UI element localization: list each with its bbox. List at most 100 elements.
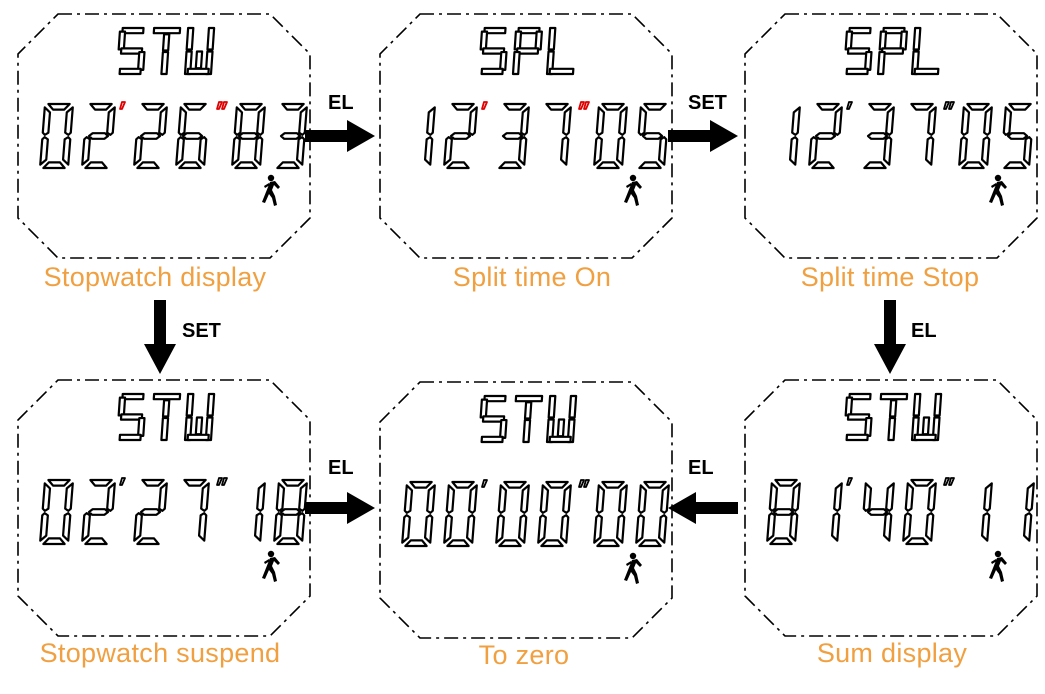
separator-mark	[943, 477, 950, 486]
arrow-label-set-2: SET	[182, 320, 221, 342]
lcd-frame	[17, 13, 311, 259]
digit	[276, 102, 308, 170]
time-digits	[401, 480, 670, 548]
top-letter	[183, 392, 216, 442]
arrow-el-4	[668, 492, 738, 524]
separator-mark	[846, 101, 853, 110]
top-letter	[511, 26, 543, 76]
digit	[443, 102, 478, 170]
lcd-frame	[744, 13, 1038, 259]
digit	[1002, 102, 1033, 170]
top-letter	[545, 394, 578, 444]
top-letter	[479, 26, 508, 76]
separator-mark	[119, 101, 126, 110]
digit	[863, 102, 895, 170]
digit	[81, 478, 116, 546]
caption-to-zero: To zero	[478, 640, 570, 670]
top-letter	[910, 392, 943, 442]
top-letter	[879, 392, 909, 442]
digit	[635, 480, 670, 548]
digit	[253, 482, 266, 542]
digit	[133, 102, 168, 170]
time-digits	[423, 102, 668, 170]
running-person-icon	[989, 550, 1007, 582]
digit	[498, 102, 530, 170]
digit	[39, 478, 74, 546]
digit	[183, 478, 210, 542]
lcd-screen-split-time-stop: SPL	[744, 13, 1038, 259]
digit	[862, 482, 895, 542]
top-letter	[183, 26, 216, 76]
digit	[910, 102, 937, 166]
separator-mark	[481, 101, 488, 110]
arrow-el-2	[874, 300, 906, 374]
separator-mark	[221, 101, 228, 110]
separator-mark	[119, 477, 126, 486]
top-letter	[117, 26, 146, 76]
arrow-label-el-4: EL	[688, 457, 714, 479]
lcd-frame	[379, 13, 673, 259]
top-letter	[844, 392, 873, 442]
digit	[401, 480, 436, 548]
top-letter	[152, 392, 182, 442]
digit	[175, 102, 208, 170]
digit	[39, 102, 74, 170]
top-letter	[479, 394, 508, 444]
arrow-label-el-1: EL	[328, 92, 354, 114]
caption-stopwatch-suspend: Stopwatch suspend	[39, 638, 281, 668]
caption-sum-display: Sum display	[816, 638, 968, 668]
time-digits	[766, 478, 1035, 546]
digit	[133, 478, 168, 546]
digit	[766, 478, 801, 546]
lcd-screen-stopwatch-suspend: STW	[17, 379, 311, 637]
top-label: STW	[479, 394, 578, 444]
top-label: STW	[844, 392, 943, 442]
digit	[593, 102, 628, 170]
separator-mark	[221, 477, 228, 486]
running-person-icon	[262, 174, 280, 206]
separator-mark	[583, 479, 590, 488]
separator-mark	[481, 479, 488, 488]
top-letter	[910, 26, 940, 76]
arrow-label-set-1: SET	[688, 92, 727, 114]
digit	[273, 478, 308, 546]
top-letter	[152, 26, 182, 76]
digit	[808, 102, 843, 170]
digit	[902, 478, 937, 546]
lcd-screen-stopwatch-display: STW	[17, 13, 311, 259]
separator-mark	[216, 477, 223, 486]
top-label: STW	[117, 392, 216, 442]
lcd-screen-to-zero: STW	[379, 381, 673, 639]
separator-mark	[578, 479, 585, 488]
running-person-icon	[624, 174, 642, 206]
digit	[495, 480, 530, 548]
arrow-label-el-2: EL	[911, 320, 937, 342]
top-letter	[876, 26, 908, 76]
top-letter	[844, 26, 873, 76]
time-digits	[39, 478, 308, 546]
digit	[423, 106, 436, 166]
digit	[1022, 482, 1035, 542]
arrow-el-3	[305, 492, 375, 524]
digit	[81, 102, 116, 170]
running-person-icon	[624, 552, 642, 584]
separator-mark	[943, 101, 950, 110]
separator-mark	[948, 101, 955, 110]
top-letter	[117, 392, 146, 442]
digit	[593, 480, 628, 548]
separator-mark	[583, 101, 590, 110]
digit	[980, 482, 993, 542]
time-digits	[788, 102, 1033, 170]
separator-mark	[578, 101, 585, 110]
digit	[830, 482, 843, 542]
caption-split-time-on: Split time On	[452, 262, 612, 292]
top-label: STW	[117, 26, 216, 76]
arrow-label-el-3: EL	[328, 457, 354, 479]
separator-mark	[216, 101, 223, 110]
running-person-icon	[989, 174, 1007, 206]
arrow-el-1	[305, 120, 375, 152]
top-label: SPL	[844, 26, 940, 76]
digit	[443, 480, 478, 548]
